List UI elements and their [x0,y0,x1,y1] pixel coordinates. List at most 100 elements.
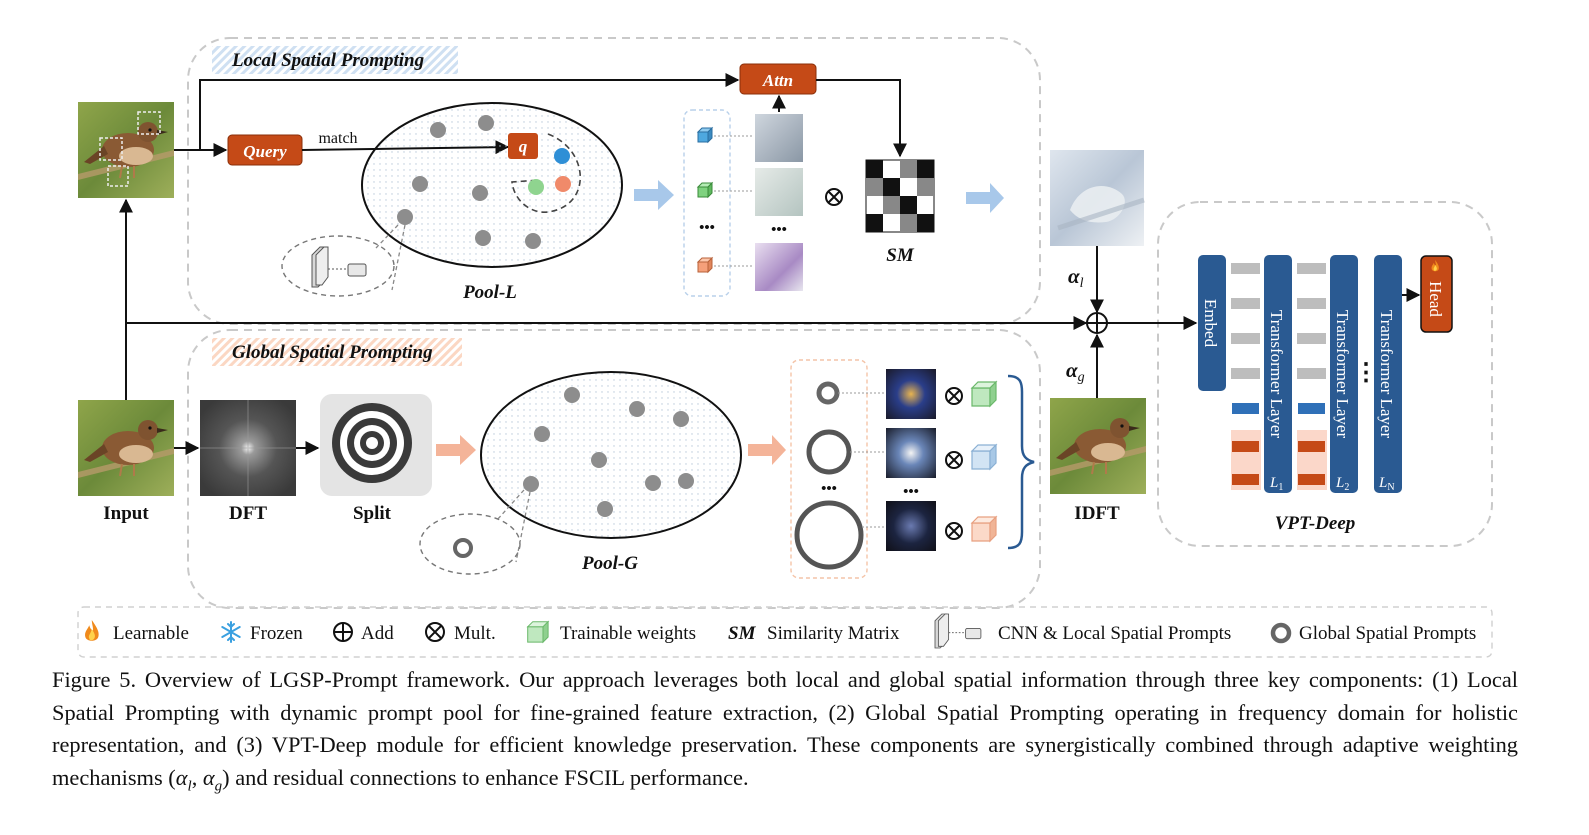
legend-global: Global Spatial Prompts [1299,623,1476,644]
alpha-l-label: αl [1068,264,1084,291]
dft-cross [200,400,296,496]
mult-icon [425,622,445,642]
snowflake-icon [221,621,241,643]
match-label: match [318,130,357,147]
framework-diagram: Local Spatial Prompting Global Spatial P… [77,37,1493,658]
local-prompt-orange [697,257,713,273]
embed-block [1198,255,1226,391]
local-patches-dots: ••• [771,222,787,238]
bird-input-bottom-image [77,399,175,497]
local-patch-1 [755,114,803,162]
legend-trainable: Trainable weights [560,623,696,644]
idft-label: IDFT [1074,503,1120,524]
cnn-zoom-line-1 [375,224,399,249]
global-zoom-line-2 [515,491,531,563]
head-label: Head [1426,281,1445,317]
local-output-image [1050,150,1145,246]
split-image [320,394,432,496]
layer-label-2: L2 [1335,475,1349,493]
caption-sub-g: g [214,777,223,794]
caption-alpha-l: α [175,764,188,790]
embed-token-stack [1231,263,1260,379]
bird-input-top-image [77,101,175,199]
transformer-block-1 [1264,255,1292,493]
attn-label: Attn [762,71,793,90]
attn-to-sm-arrow [816,79,907,158]
prompt-token-1b [1232,474,1259,485]
global-prompt-ring-small [816,381,840,405]
local-mult-symbol [825,188,843,206]
trainable-weight-orange [971,516,997,542]
transformer-label-2: Transformer Layer [1333,310,1352,439]
selected-prompt-green [528,179,544,195]
local-prompts-dots: ••• [699,220,715,236]
local-prompts-panel [683,109,731,297]
layer-label-1: L1 [1269,475,1283,493]
caption-text: Overview of LGSP-Prompt framework. Our a… [52,667,1518,790]
local-patch-3 [755,243,803,291]
legend-sm-symbol: SM [728,623,757,644]
trainable-weight-blue [971,444,997,470]
local-flow-arrow-2 [966,183,1004,213]
split-label: Split [353,503,392,524]
pool-l-ellipse [361,102,623,268]
similarity-matrix [865,159,935,233]
global-flow-arrow-1 [436,435,476,465]
q-label: q [519,137,528,156]
local-section-title: Local Spatial Prompting [231,50,424,71]
global-prompts-dots: ••• [821,481,837,497]
figure-caption: Figure 5. Overview of LGSP-Prompt framew… [52,664,1518,802]
prompt-token-1a [1232,441,1259,452]
prompt-token-2a [1298,441,1325,452]
cnn-icon [311,246,367,288]
trainable-cube-icon [527,621,549,643]
sm-label: SM [886,245,915,266]
global-title-hatch [212,338,462,366]
cnn-zoom-ellipse [281,235,395,297]
caption-alpha-g: α [202,764,215,790]
freq-patch-2 [886,428,936,478]
input-to-attn-arrow [199,73,740,150]
pool-l-label: Pool-L [462,282,517,303]
alpha-g-label: αg [1066,358,1085,385]
transformer-block-2 [1330,255,1358,493]
legend-add: Add [361,623,394,644]
legend-frozen: Frozen [250,623,303,644]
pool-l-prompt-dots [397,115,541,249]
cnn-legend-icon [934,613,982,649]
global-ring-icon [1270,622,1292,644]
caption-fig-number: Figure 5. [52,667,137,692]
add-symbol [1086,312,1108,334]
idft-image [1049,397,1147,495]
global-flow-arrow-2 [748,435,786,465]
match-region-arc [511,133,581,213]
global-section-box [187,329,1041,609]
global-mult-symbols [945,387,963,540]
local-prompt-green [697,182,713,198]
dft-label: DFT [229,503,267,524]
caption-comma: , [191,764,203,790]
legend-sm: Similarity Matrix [767,623,900,644]
legend-mult: Mult. [454,623,496,644]
local-flow-arrow-1 [634,180,674,210]
global-brace [1007,374,1035,550]
prompt-token-2b [1298,474,1325,485]
global-section-title: Global Spatial Prompting [232,342,433,363]
head-block [1420,255,1453,333]
pool-g-label: Pool-G [581,553,638,574]
transformer-label-n: Transformer Layer [1377,310,1396,439]
selected-prompt-blue [554,148,570,164]
global-prompt-ring-large [794,500,864,570]
selected-prompt-orange [555,176,571,192]
layer-token-stack-2 [1297,263,1326,379]
global-zoom-ring [453,538,473,558]
input-label: Input [103,503,149,524]
q-box [508,133,538,159]
layer-label-n: LN [1378,475,1395,493]
frozen-token-1 [1232,403,1259,414]
global-prompt-ring-medium [806,429,852,475]
legend-box [77,606,1493,658]
transformer-label-1: Transformer Layer [1267,310,1286,439]
legend-cnn: CNN & Local Spatial Prompts [998,623,1231,644]
caption-sub-l: l [187,777,192,794]
